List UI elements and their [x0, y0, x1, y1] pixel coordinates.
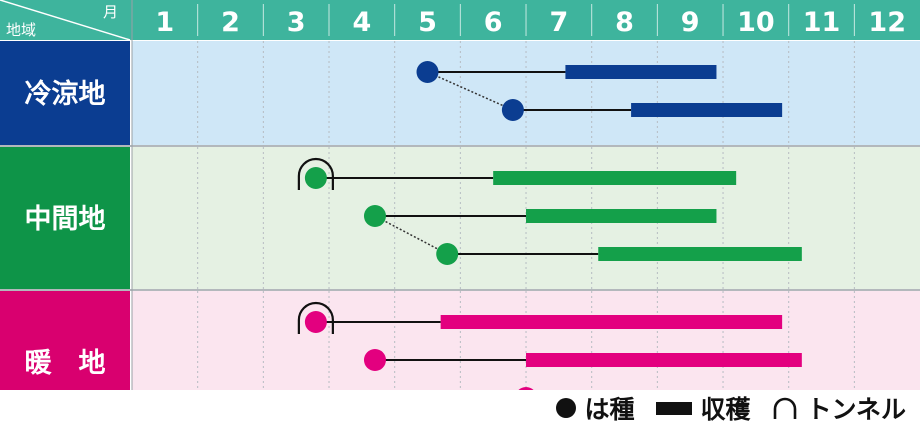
harvest-bar: [631, 103, 783, 117]
harvest-bar: [526, 209, 717, 223]
sowing-dot: [363, 205, 386, 227]
legend: は種 収穫 トンネル: [556, 388, 906, 428]
month-header-4: 4: [352, 7, 371, 38]
harvest-bar-icon: [656, 401, 693, 415]
tunnel-arc-icon: [774, 397, 797, 419]
month-header-7: 7: [549, 7, 568, 38]
month-header-12: 12: [868, 7, 906, 38]
month-header-11: 11: [803, 7, 841, 38]
sowing-dot: [518, 387, 534, 390]
region-label-box: [0, 147, 130, 289]
sowing-dot: [436, 243, 459, 265]
sowing-dot: [304, 311, 327, 333]
legend-tunnel-label: トンネル: [806, 395, 906, 424]
harvest-bar: [526, 353, 802, 367]
month-header-5: 5: [418, 7, 437, 38]
tunnel-arc: [297, 157, 334, 190]
legend-tunnel: トンネル: [772, 390, 906, 426]
month-header-10: 10: [737, 7, 775, 38]
region-name: 暖 地: [25, 348, 106, 379]
sowing-dot: [416, 61, 439, 83]
sowing-dot: [363, 349, 386, 371]
month-header-2: 2: [221, 7, 240, 38]
corner-diagonal: [0, 0, 131, 41]
region-name: 中間地: [25, 204, 106, 235]
sowing-link: [374, 215, 448, 255]
region-label-box: [0, 41, 130, 145]
harvest-bar: [565, 65, 717, 79]
month-header-8: 8: [615, 7, 634, 38]
month-header-1: 1: [155, 7, 174, 38]
region-label-box: [0, 291, 130, 390]
sowing-dot-icon: [556, 398, 577, 418]
legend-harvest: 収穫: [656, 390, 750, 426]
sowing-dot: [304, 167, 327, 189]
harvest-bar: [493, 171, 737, 185]
harvest-bar: [440, 315, 783, 329]
month-header-6: 6: [484, 7, 503, 38]
corner-month-label: 月: [103, 3, 118, 21]
harvest-bar: [598, 247, 802, 261]
month-header-9: 9: [681, 7, 700, 38]
legend-sowing: は種: [556, 390, 634, 426]
region-band: [132, 291, 920, 390]
corner-region-label: 地域: [6, 21, 36, 39]
tunnel-arc: [297, 301, 334, 334]
legend-sowing-label: は種: [584, 395, 635, 424]
sowing-link: [427, 71, 514, 111]
legend-harvest-label: 収穫: [700, 395, 751, 424]
sowing-dot: [501, 99, 524, 121]
region-name: 冷涼地: [25, 79, 106, 110]
month-header-3: 3: [287, 7, 306, 38]
